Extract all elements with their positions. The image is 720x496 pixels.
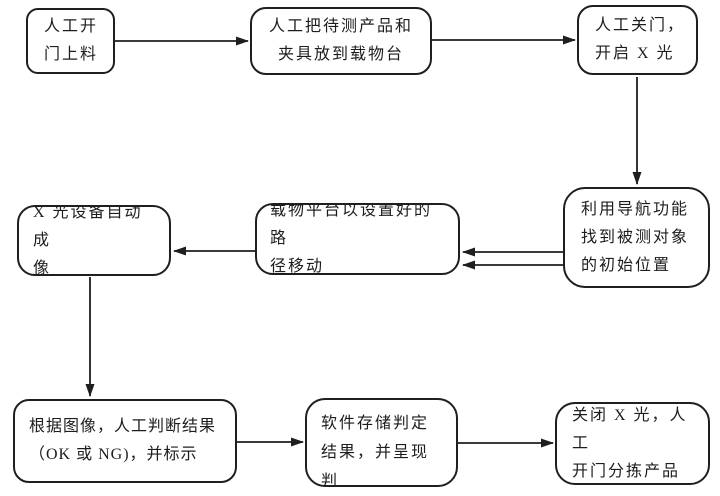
node-navigate-label: 利用导航功能 找到被测对象 的初始位置 [581, 200, 690, 274]
node-platform-move-path: 载物平台以设置好的路 径移动 [255, 203, 460, 275]
node-navigate-initial-position: 利用导航功能 找到被测对象 的初始位置 [563, 187, 710, 288]
node-judge-label: 根据图像，人工判断结果 （OK 或 NG)，并标示 [29, 418, 217, 463]
node-close-door-label: 人工关门， 开启 X 光 [595, 17, 686, 62]
node-software-store-result: 软件存储判定 结果，并呈现判 定结果图 [305, 398, 458, 487]
node-store-label: 软件存储判定 结果，并呈现判 定结果图 [321, 415, 430, 487]
node-xray-off-sort-product: 关闭 X 光，人工 开门分拣产品 [555, 402, 710, 485]
node-manual-judge-result: 根据图像，人工判断结果 （OK 或 NG)，并标示 [13, 399, 237, 483]
node-place-product-label: 人工把待测产品和 夹具放到载物台 [268, 18, 413, 63]
node-open-door-load-label: 人工开 门上料 [44, 18, 99, 63]
node-open-door-load: 人工开 门上料 [26, 8, 115, 74]
node-platform-move-label: 载物平台以设置好的路 径移动 [270, 203, 433, 275]
node-imaging-label: X 光设备自动成 像 [33, 205, 143, 276]
node-xray-auto-imaging: X 光设备自动成 像 [17, 205, 171, 276]
node-place-product-on-stage: 人工把待测产品和 夹具放到载物台 [250, 7, 432, 75]
node-sort-label: 关闭 X 光，人工 开门分拣产品 [572, 406, 688, 480]
node-close-door-xray-on: 人工关门， 开启 X 光 [577, 5, 698, 75]
